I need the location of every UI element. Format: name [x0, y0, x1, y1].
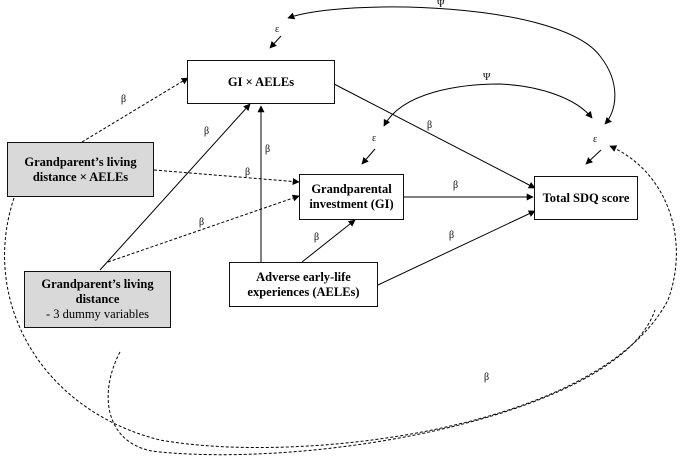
beta-label: β: [453, 180, 458, 191]
node-label: GI × AELEs: [227, 74, 295, 89]
node-distance-x-aeles: Grandparent’s living distance × AELEs: [7, 142, 154, 197]
dashed-curve-distxaeles-to-sdq: [4, 145, 677, 449]
arrow-aeles-to-gi: [301, 219, 356, 263]
dashed-curve-distance-to-sdq: [107, 309, 656, 456]
error-arrow-gixaeles: [269, 35, 282, 49]
beta-label: β: [314, 232, 319, 243]
arrow-distxaeles-to-gixaeles: [81, 77, 189, 143]
beta-label: β: [245, 167, 250, 178]
psi-label: Ψ: [437, 0, 445, 10]
error-arrow-sdq: [585, 149, 602, 165]
node-label: investment (GI): [309, 197, 394, 211]
epsilon-label: ε: [372, 133, 376, 144]
node-label: Grandparent’s living: [24, 154, 137, 169]
epsilon-label: ε: [593, 134, 597, 145]
beta-label: β: [265, 144, 270, 155]
arrow-distance-to-gixaeles: [99, 103, 251, 271]
covariance-arc-top: [287, 6, 616, 125]
node-label: Grandparent’s living: [41, 277, 154, 291]
arrow-aeles-to-sdq: [377, 210, 536, 286]
arrow-distance-to-gi: [107, 194, 300, 263]
beta-label: β: [204, 126, 209, 137]
node-label: experiences (AELEs): [247, 284, 360, 299]
node-adverse-early-life-experiences: Adverse early-life experiences (AELEs): [229, 262, 378, 307]
node-label: Grandparental: [311, 182, 392, 196]
psi-label: Ψ: [483, 72, 491, 83]
beta-label: β: [449, 230, 454, 241]
node-gi-x-aeles: GI × AELEs: [187, 60, 335, 104]
node-label: distance: [75, 292, 120, 306]
arrow-gixaeles-to-sdq: [333, 83, 536, 189]
covariance-arc-middle: [383, 83, 593, 127]
node-grandparental-investment: Grandparental investment (GI): [299, 174, 404, 220]
node-label: Total SDQ score: [542, 190, 630, 205]
epsilon-label: ε: [275, 24, 279, 35]
beta-label: β: [427, 120, 432, 131]
arrow-distxaeles-to-gi: [153, 169, 300, 185]
node-total-sdq-score: Total SDQ score: [534, 176, 638, 220]
node-grandparent-living-distance: Grandparent’s living distance - 3 dummy …: [24, 271, 171, 328]
node-label: distance × AELEs: [32, 169, 129, 184]
error-arrow-gi: [361, 148, 376, 165]
beta-label: β: [121, 94, 126, 105]
beta-label: β: [199, 217, 204, 228]
beta-label: β: [484, 372, 489, 383]
node-note: - 3 dummy variables: [45, 307, 150, 321]
node-label: Adverse early-life: [256, 269, 351, 284]
